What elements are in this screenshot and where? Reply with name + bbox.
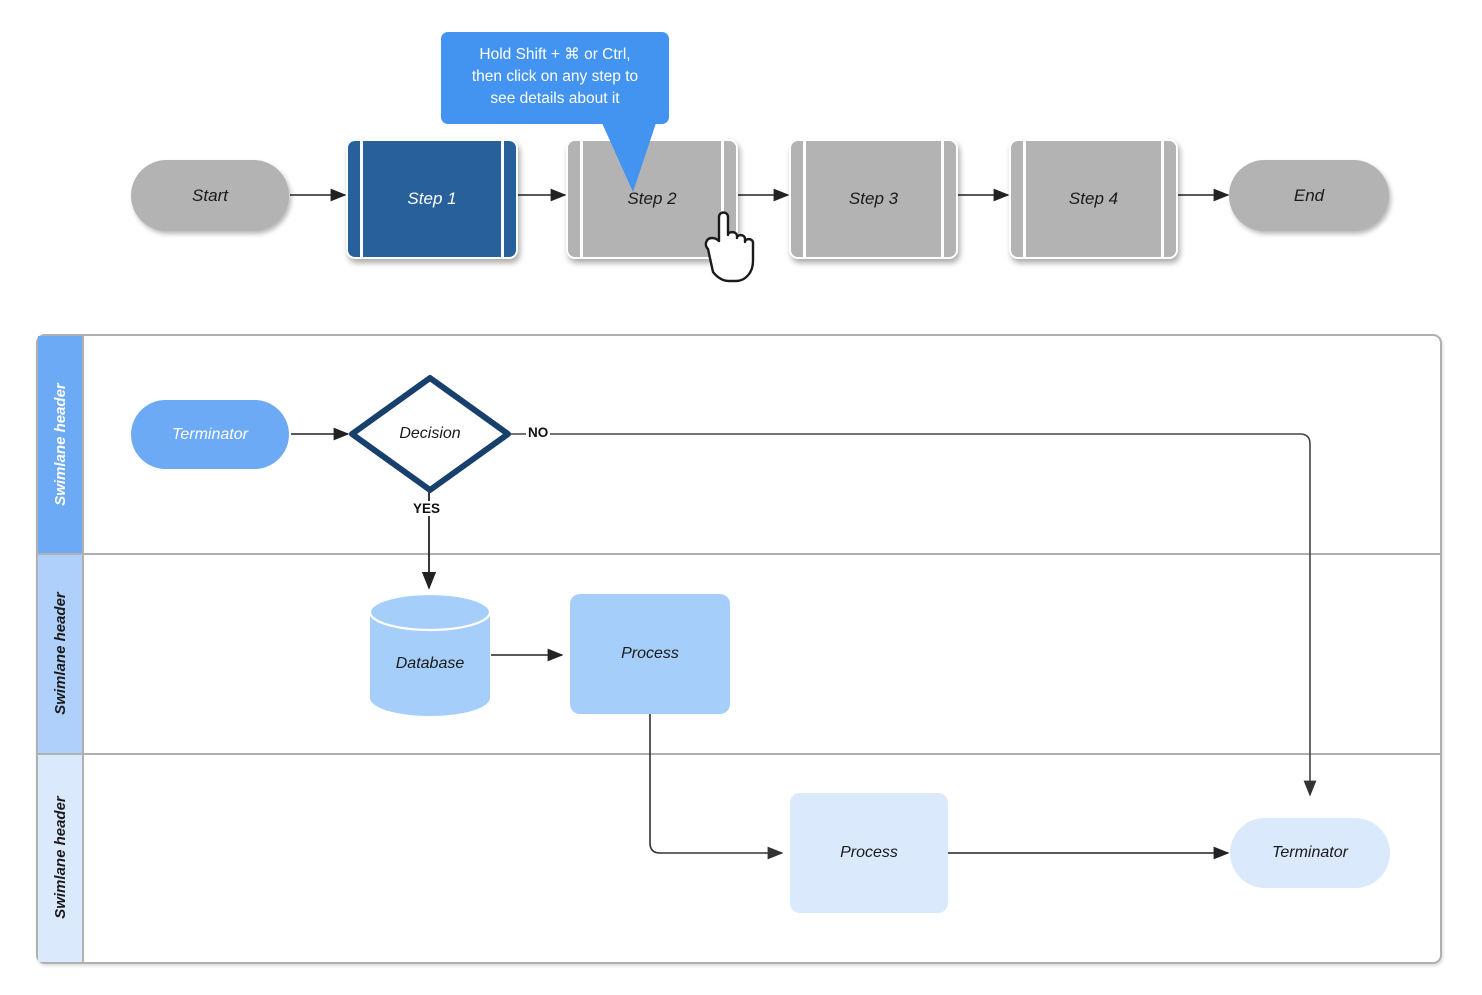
terminator-start-shape[interactable]: Terminator: [131, 400, 289, 469]
tooltip-line-3: see details about it: [490, 90, 620, 107]
step-3-label: Step 3: [848, 189, 899, 208]
end-terminator[interactable]: End: [1229, 160, 1389, 231]
process-bottom-shape[interactable]: Process: [790, 793, 948, 913]
step-4-right-bar: [1161, 141, 1164, 257]
swimlane-header-3[interactable]: Swimlane header: [38, 753, 84, 962]
step-3-left-bar: [803, 141, 806, 257]
step-4-label: Step 4: [1068, 189, 1119, 208]
process-middle-label: Process: [621, 645, 679, 662]
step-2-left-bar: [580, 141, 583, 257]
end-terminator-label: End: [1293, 185, 1325, 205]
step-1-right-bar: [501, 141, 504, 257]
process-middle-shape[interactable]: Process: [570, 594, 730, 714]
database-cylinder[interactable]: [368, 592, 492, 716]
decision-diamond[interactable]: [348, 374, 512, 494]
edge-label-yes: YES: [411, 501, 443, 516]
terminator-end-label: Terminator: [1272, 844, 1348, 861]
swimlane-header-2[interactable]: Swimlane header: [38, 553, 84, 753]
tooltip-line-2: then click on any step to: [471, 68, 639, 85]
step-1-box[interactable]: Step 1: [346, 139, 518, 259]
step-1-label: Step 1: [407, 189, 457, 208]
start-terminator[interactable]: Start: [131, 160, 289, 231]
pointing-hand-cursor: [704, 211, 755, 283]
terminator-end-shape[interactable]: Terminator: [1230, 818, 1390, 888]
step-2-box[interactable]: Step 2: [566, 139, 738, 259]
step-3-box[interactable]: Step 3: [789, 139, 958, 259]
step-2-right-bar: [721, 141, 724, 257]
step-1-left-bar: [360, 141, 363, 257]
decision-label: Decision: [399, 425, 461, 442]
start-terminator-label: Start: [192, 185, 228, 205]
keyboard-hint-tooltip: Hold Shift + ⌘ or Ctrl, then click on an…: [441, 32, 669, 124]
database-label-wrap: Database: [369, 594, 491, 734]
swimlane-header-1[interactable]: Swimlane header: [38, 336, 84, 553]
lane-divider-1: [38, 553, 1440, 555]
edge-label-no: NO: [526, 425, 551, 440]
step-4-box[interactable]: Step 4: [1009, 139, 1178, 259]
terminator-start-label: Terminator: [172, 425, 248, 443]
process-bottom-label: Process: [840, 844, 898, 861]
top-flow-connectors: [290, 188, 1230, 202]
step-2-label: Step 2: [627, 189, 677, 208]
lane-divider-2: [38, 753, 1440, 755]
database-label: Database: [395, 655, 465, 672]
decision-label-wrap: Decision: [348, 374, 512, 494]
step-4-left-bar: [1023, 141, 1026, 257]
tooltip-line-1: Hold Shift + ⌘ or Ctrl,: [479, 46, 631, 63]
tooltip-tail: [602, 123, 656, 192]
step-3-right-bar: [941, 141, 944, 257]
